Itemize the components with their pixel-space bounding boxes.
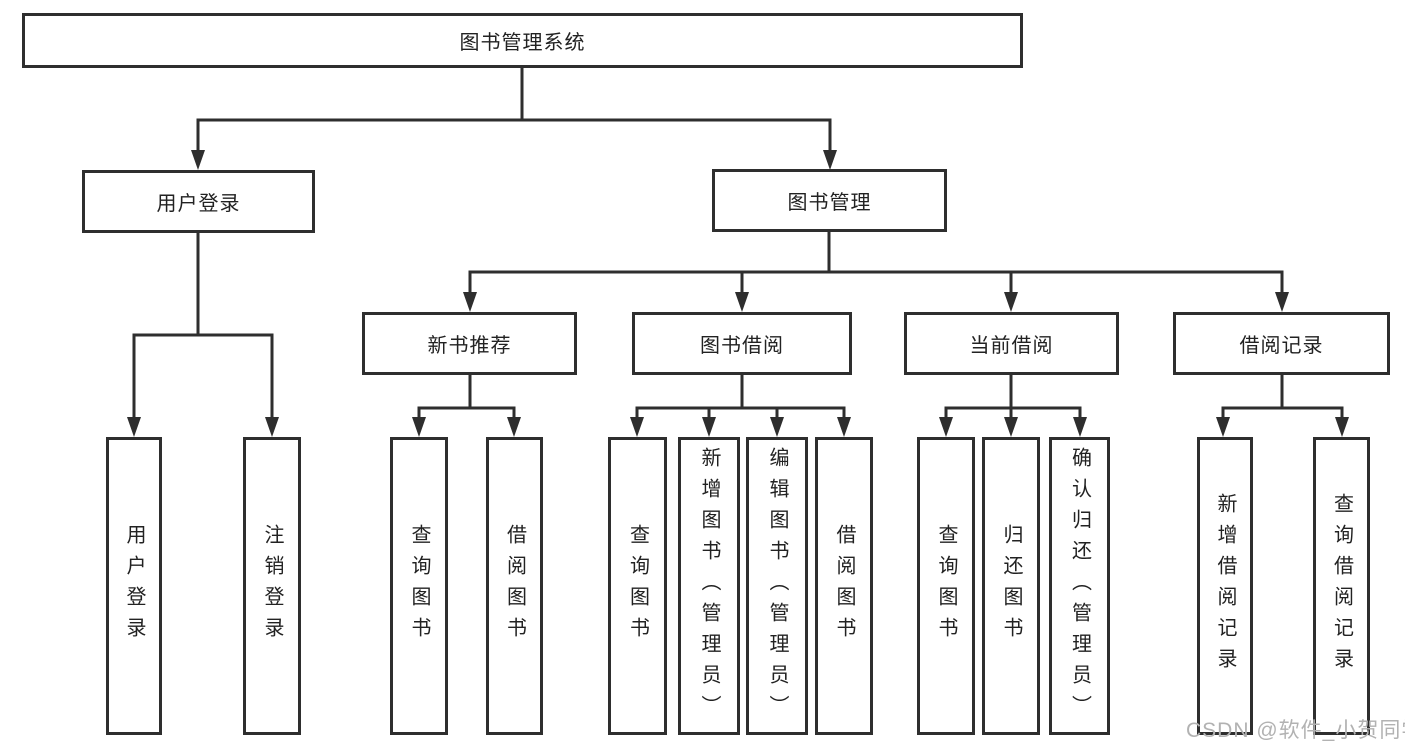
arrow-down [127,335,279,437]
leaf-add-book-admin-label: 新增图书（管理员） [698,446,720,726]
leaf-query-books-3: 查询图书 [917,437,975,735]
node-book-borrowing-label: 图书借阅 [700,335,784,357]
node-root: 图书管理系统 [22,13,1023,68]
leaf-confirm-return-admin: 确认归还（管理员） [1049,437,1110,735]
arrow-down [939,408,1087,437]
node-new-book-recommend-label: 新书推荐 [427,335,512,357]
node-current-borrowing-label: 当前借阅 [969,335,1054,357]
leaf-query-borrow-record: 查询借阅记录 [1313,437,1370,735]
node-book-management: 图书管理 [712,169,947,232]
leaf-borrow-books-2: 借阅图书 [815,437,873,735]
leaf-query-books-2-label: 查询图书 [626,524,649,648]
leaf-borrow-books-1: 借阅图书 [486,437,543,735]
leaf-add-borrow-record-label: 新增借阅记录 [1214,493,1236,679]
leaf-return-book: 归还图书 [982,437,1040,735]
leaf-query-books-1: 查询图书 [390,437,448,735]
node-root-label: 图书管理系统 [459,32,586,54]
arrow-down [463,272,1289,312]
leaf-user-login-label: 用户登录 [123,524,145,648]
leaf-add-book-admin: 新增图书（管理员） [678,437,740,735]
leaf-return-book-label: 归还图书 [1000,524,1022,648]
node-borrowing-records: 借阅记录 [1173,312,1390,375]
arrow-down [412,408,521,437]
leaf-logout-label: 注销登录 [261,524,283,648]
node-user-login: 用户登录 [82,170,315,233]
node-book-management-label: 图书管理 [787,192,872,214]
node-book-borrowing: 图书借阅 [632,312,852,375]
csdn-watermark: CSDN @软件_小贺同学 [1186,719,1405,742]
leaf-borrow-books-1-label: 借阅图书 [503,524,526,648]
node-new-book-recommend: 新书推荐 [362,312,577,375]
leaf-edit-book-admin-label: 编辑图书（管理员） [766,446,788,726]
leaf-user-login: 用户登录 [106,437,162,735]
leaf-query-books-3-label: 查询图书 [935,524,957,648]
leaf-logout: 注销登录 [243,437,301,735]
arrow-down [191,120,837,170]
leaf-add-borrow-record: 新增借阅记录 [1197,437,1253,735]
leaf-borrow-books-2-label: 借阅图书 [833,524,855,648]
leaf-confirm-return-admin-label: 确认归还（管理员） [1068,446,1091,726]
leaf-query-books-2: 查询图书 [608,437,667,735]
leaf-query-books-1-label: 查询图书 [408,524,430,648]
node-borrowing-records-label: 借阅记录 [1239,335,1324,357]
node-current-borrowing: 当前借阅 [904,312,1119,375]
arrow-down [1216,408,1349,437]
arrow-down [630,408,851,437]
node-user-login-label: 用户登录 [156,193,241,215]
leaf-edit-book-admin: 编辑图书（管理员） [746,437,808,735]
leaf-query-borrow-record-label: 查询借阅记录 [1330,493,1353,679]
